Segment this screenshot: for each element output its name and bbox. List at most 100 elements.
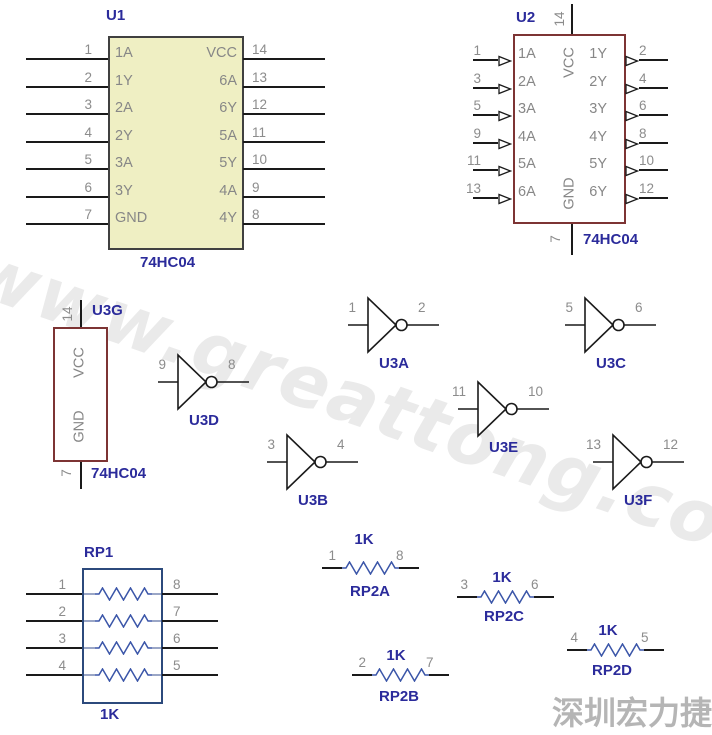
u1-pin-wire	[26, 86, 108, 88]
u1-pin-name: 1A	[115, 45, 133, 61]
u2-pin-wire	[473, 169, 498, 171]
rp1-body	[82, 568, 163, 704]
resistor-refdes: RP2C	[483, 608, 524, 625]
u1-pin-wire	[26, 223, 108, 225]
u1-pin-name: 3Y	[115, 183, 133, 199]
u1-pin-wire	[26, 113, 108, 115]
resistor-pin-wire	[644, 649, 664, 651]
u1-pin-wire	[243, 223, 325, 225]
rp1-pin-wire	[26, 647, 82, 649]
u2-pin-name: 3A	[518, 101, 536, 117]
rp1-refdes: RP1	[84, 544, 114, 561]
input-triangle-icon	[498, 138, 512, 150]
u2-chip-body	[513, 34, 626, 224]
u2-pin-number: 5	[473, 98, 481, 113]
gate-refdes: U3B	[298, 492, 329, 509]
gate-out-pin-number: 12	[663, 437, 679, 452]
gate-in-pin-number: 5	[565, 300, 573, 315]
u1-pin-name: 2A	[115, 100, 133, 116]
u2-pin-name: 3Y	[589, 101, 607, 117]
rp1-pin-number: 2	[58, 604, 66, 619]
u2-pin-number: 13	[465, 181, 481, 196]
u1-pin-name: 5A	[219, 128, 237, 144]
resistor-pin-wire	[429, 674, 449, 676]
brand-text: 深圳宏力捷	[551, 694, 712, 732]
u1-pin-number: 10	[252, 152, 268, 167]
u2-pin-name: 5Y	[589, 156, 607, 172]
input-triangle-icon	[498, 110, 512, 122]
rp1-pin-wire	[26, 620, 82, 622]
resistor-zigzag	[95, 668, 152, 682]
resistor-pin-wire	[399, 567, 419, 569]
output-triangle-icon	[625, 55, 639, 67]
resistor-pin-number: 5	[641, 630, 649, 645]
resistor-value-label: 1K	[354, 531, 374, 548]
gate-out-pin-number: 4	[337, 437, 345, 452]
inverter-gate-u3b	[267, 433, 358, 491]
rp1-pin-number: 7	[173, 604, 181, 619]
u3g-part-label: 74HC04	[91, 465, 147, 482]
gate-out-pin-number: 2	[418, 300, 426, 315]
u2-pin-number: 4	[639, 71, 647, 86]
resistor-zigzag	[95, 641, 152, 655]
u1-pin-wire	[243, 168, 325, 170]
u2-pin-number: 3	[473, 71, 481, 86]
u1-pin-name: 3A	[115, 155, 133, 171]
gate-in-pin-number: 13	[585, 437, 601, 452]
resistor-pin-number: 1	[328, 548, 336, 563]
u1-pin-number: 8	[252, 207, 260, 222]
u2-pin-number: 1	[473, 43, 481, 58]
u1-pin-name: 2Y	[115, 128, 133, 144]
u1-pin-number: 7	[84, 207, 92, 222]
resistor-lead	[152, 593, 161, 595]
gate-out-pin-number: 8	[228, 357, 236, 372]
u1-pin-name: 4A	[219, 183, 237, 199]
u2-pin-wire	[473, 87, 498, 89]
rp1-pin-wire	[26, 593, 82, 595]
u2-gnd-pin-wire	[571, 224, 573, 255]
u2-pin-number: 11	[466, 153, 481, 168]
u3g-vcc-pin-number: 14	[60, 306, 75, 322]
resistor-pin-wire	[534, 596, 554, 598]
resistor-lead	[152, 647, 161, 649]
resistor-lead	[84, 593, 95, 595]
gate-in-pin-number: 1	[348, 300, 356, 315]
u1-pin-number: 6	[84, 180, 92, 195]
resistor-refdes: RP2D	[591, 662, 632, 679]
u2-pin-name: 2A	[518, 74, 536, 90]
resistor-value-label: 1K	[598, 622, 618, 639]
inverter-gate-u3a	[348, 296, 439, 354]
u2-pin-name: 6Y	[589, 184, 607, 200]
u1-pin-name: VCC	[206, 45, 237, 61]
u2-pin-name: 1A	[518, 46, 536, 62]
resistor-pin-wire	[567, 649, 587, 651]
u1-pin-number: 2	[84, 70, 92, 85]
resistor-pin-wire	[457, 596, 477, 598]
u2-pin-name: 4Y	[589, 129, 607, 145]
u2-pin-wire	[639, 87, 668, 89]
u1-pin-name: 1Y	[115, 73, 133, 89]
u3g-refdes: U3G	[92, 302, 123, 319]
resistor-zigzag	[477, 590, 534, 604]
u3g-vcc-pin-wire	[80, 300, 82, 327]
rp1-pin-number: 3	[58, 631, 66, 646]
u2-pin-name: 6A	[518, 184, 536, 200]
gate-in-pin-number: 9	[158, 357, 166, 372]
gate-refdes: U3D	[189, 412, 220, 429]
inverter-gate-u3e	[458, 380, 549, 438]
rp1-pin-wire	[162, 674, 218, 676]
u1-pin-wire	[243, 196, 325, 198]
u2-pin-number: 10	[639, 153, 655, 168]
u2-pin-wire	[473, 114, 498, 116]
u1-pin-number: 11	[252, 125, 267, 140]
u2-pin-number: 6	[639, 98, 647, 113]
u1-pin-number: 3	[84, 97, 92, 112]
input-triangle-icon	[498, 165, 512, 177]
rp1-pin-number: 8	[173, 577, 181, 592]
u2-pin-wire	[639, 142, 668, 144]
resistor-refdes: RP2A	[349, 583, 390, 600]
u3g-gnd-label: GND	[71, 410, 88, 443]
input-triangle-icon	[498, 55, 512, 67]
output-triangle-icon	[625, 193, 639, 205]
rp1-pin-number: 6	[173, 631, 181, 646]
